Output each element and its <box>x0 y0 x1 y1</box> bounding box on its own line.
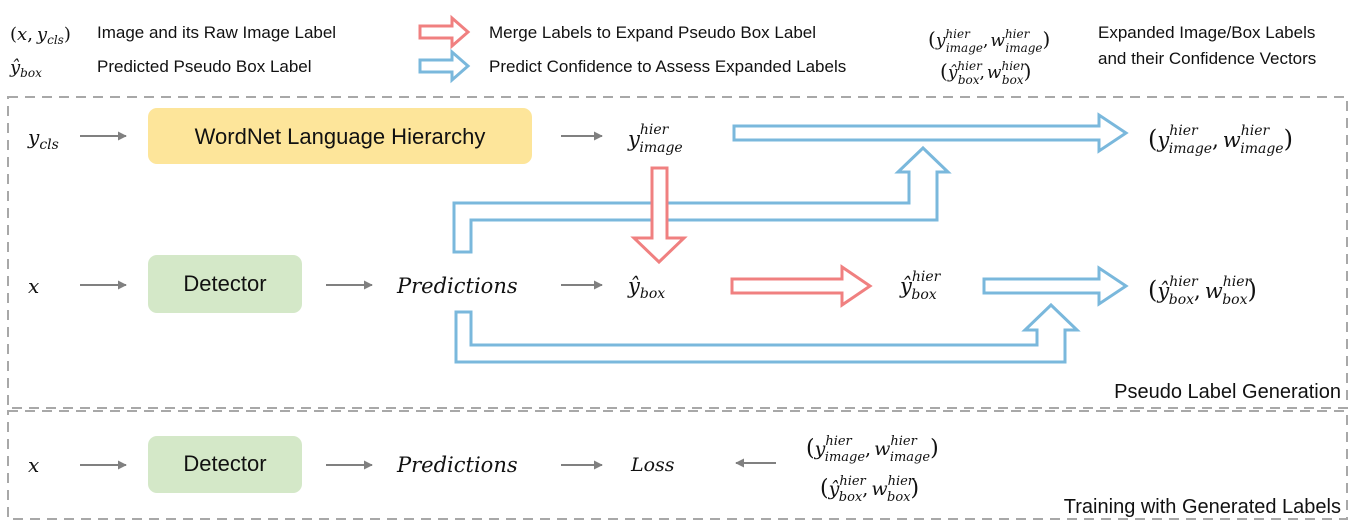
blue-arrow-box-confidence <box>982 265 1129 307</box>
legend-label-image-label: Image and its Raw Image Label <box>97 23 336 42</box>
legend-red-arrow-icon <box>418 14 471 50</box>
legend-label-expanded-line2: and their Confidence Vectors <box>1098 49 1316 68</box>
blue-connector-predictions-to-image <box>452 145 952 254</box>
training-title: Training with Generated Labels <box>1064 496 1341 518</box>
blue-connector-predictions-to-box <box>454 302 1081 364</box>
loss-label: Loss <box>630 454 675 476</box>
legend-label-box-label: Predicted Pseudo Box Label <box>97 57 312 76</box>
pseudo-label-frame <box>7 96 1348 409</box>
legend-label-merge: Merge Labels to Expand Pseudo Box Label <box>489 23 816 42</box>
legend: (x,ycls) Image and its Raw Image Label ŷ… <box>9 14 1316 87</box>
detector1-box <box>148 255 302 313</box>
detector1-label: Detector <box>183 271 266 296</box>
pseudo-label-generation-title: Pseudo Label Generation <box>1114 381 1341 403</box>
detector2-label: Detector <box>183 451 266 476</box>
blue-arrow-image-confidence <box>732 112 1129 154</box>
predictions-training: Predictions <box>396 453 518 477</box>
legend-label-expanded-line1: Expanded Image/Box Labels <box>1098 23 1315 42</box>
predictions-row2: Predictions <box>396 274 518 298</box>
legend-blue-arrow-icon <box>418 48 471 84</box>
red-arrow-expand-box <box>730 264 873 308</box>
legend-symbol-box-label: ŷbox <box>9 57 42 80</box>
x-symbol-row2: x <box>28 274 39 298</box>
legend-symbol-image-label: (x,ycls) <box>10 24 71 47</box>
training-frame <box>7 410 1348 520</box>
red-arrow-merge-down <box>630 166 688 265</box>
wordnet-box <box>148 108 532 164</box>
wordnet-label: WordNet Language Hierarchy <box>195 124 486 149</box>
x-symbol-training: x <box>28 453 39 477</box>
y-cls-symbol: ycls <box>27 125 59 153</box>
legend-label-predict: Predict Confidence to Assess Expanded La… <box>489 57 846 76</box>
y-box-symbol: ŷbox <box>627 274 665 302</box>
detector2-box <box>148 436 302 493</box>
